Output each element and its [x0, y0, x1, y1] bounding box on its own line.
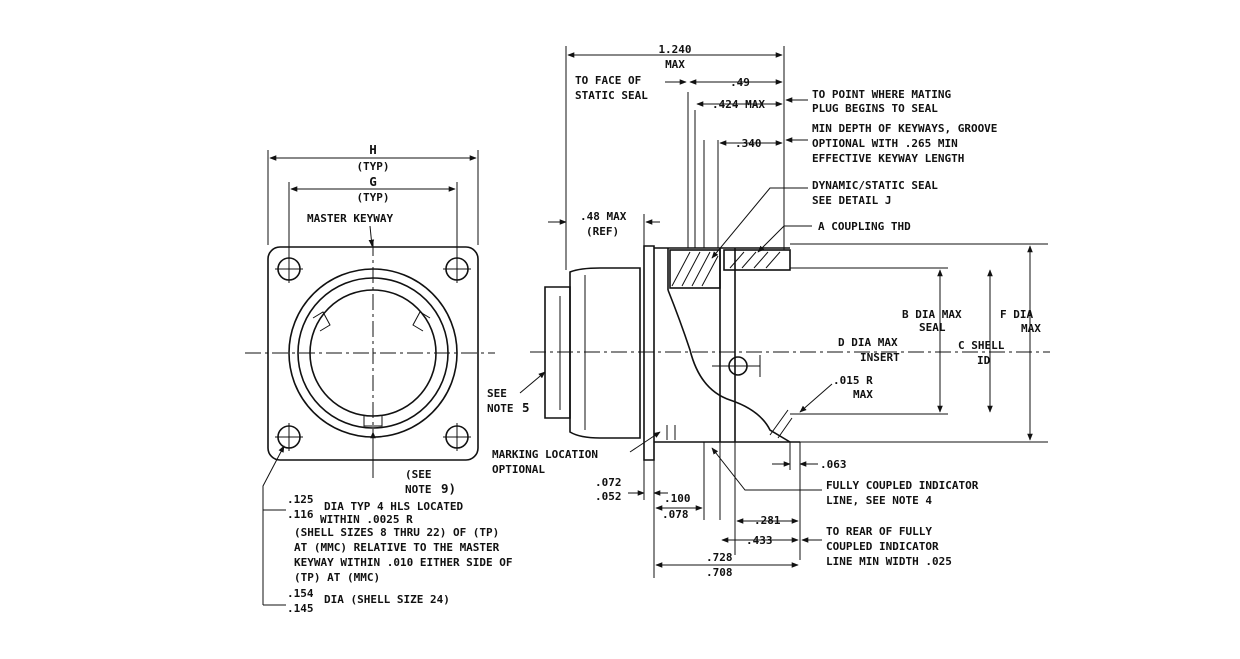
dim-340: .340 [735, 137, 762, 150]
c-line1: C SHELL [958, 339, 1005, 352]
marking-line2: OPTIONAL [492, 463, 545, 476]
mating-line2: PLUG BEGINS TO SEAL [812, 102, 938, 115]
hole24-note: DIA (SHELL SIZE 24) [324, 593, 450, 606]
hole-note-line3: (SHELL SIZES 8 THRU 22) OF (TP) [294, 526, 499, 539]
keyway-bottom [363, 416, 383, 427]
face-seal-line2: STATIC SEAL [575, 89, 648, 102]
seal-section [669, 249, 721, 289]
b-line2: SEAL [919, 321, 946, 334]
r-line1: .015 R [833, 374, 873, 387]
b-line1: B DIA MAX [902, 308, 962, 321]
h-typ: (TYP) [356, 160, 389, 173]
r-line2: MAX [853, 388, 873, 401]
hole-note-line1: DIA TYP 4 HLS LOCATED [324, 500, 463, 513]
hole-tol-bot: .116 [287, 508, 314, 521]
keyway-line1: MIN DEPTH OF KEYWAYS, GROOVE [812, 122, 997, 135]
hole-note-line4: AT (MMC) RELATIVE TO THE MASTER [294, 541, 500, 554]
dim-078: .078 [662, 508, 689, 521]
g-label: G [369, 174, 377, 189]
overall-max: MAX [665, 58, 685, 71]
side-view: 1.240 MAX TO FACE OF STATIC SEAL .49 TO … [492, 43, 1050, 579]
dim-728: .728 [706, 551, 733, 564]
dim-281: .281 [754, 514, 781, 527]
rear-line1: TO REAR OF FULLY [826, 525, 932, 538]
c-line2: ID [977, 354, 991, 367]
rear-line3: LINE MIN WIDTH .025 [826, 555, 952, 568]
rear-line2: COUPLED INDICATOR [826, 540, 939, 553]
hole-note-line2: WITHIN .0025 R [320, 513, 413, 526]
dim-49: .49 [730, 76, 750, 89]
dim-052: .052 [595, 490, 622, 503]
mounting-holes [275, 255, 471, 451]
hole-note-line6: (TP) AT (MMC) [294, 571, 380, 584]
marking-line1: MARKING LOCATION [492, 448, 598, 461]
flange-plate [643, 245, 655, 461]
h-label: H [369, 142, 377, 157]
face-seal-line1: TO FACE OF [575, 74, 641, 87]
keyway-line3: EFFECTIVE KEYWAY LENGTH [812, 152, 964, 165]
dyn-seal-line2: SEE DETAIL J [812, 194, 891, 207]
hole-note-line5: KEYWAY WITHIN .010 EITHER SIDE OF [294, 556, 513, 569]
see-note9-line1: (SEE [405, 468, 432, 481]
dim-424: .424 MAX [712, 98, 765, 111]
keyway-right [412, 311, 431, 332]
coupling-thd: A COUPLING THD [818, 220, 911, 233]
d-line1: D DIA MAX [838, 336, 898, 349]
hole24-tol-top: .154 [287, 587, 314, 600]
front-view: H (TYP) G (TYP) MASTER KEYWAY SEE NOTE 5… [245, 142, 546, 615]
hole-tol-top: .125 [287, 493, 314, 506]
dim-433: .433 [746, 534, 773, 547]
g-typ: (TYP) [356, 191, 389, 204]
dyn-seal-line1: DYNAMIC/STATIC SEAL [812, 179, 938, 192]
dim-072: .072 [595, 476, 622, 489]
coupling-body [654, 247, 800, 443]
rear-shell [569, 267, 641, 439]
fci-line2: LINE, SEE NOTE 4 [826, 494, 932, 507]
dim-48: .48 MAX [580, 210, 627, 223]
dim-708: .708 [706, 566, 733, 579]
dim-100: .100 [664, 492, 691, 505]
dim-063: .063 [820, 458, 847, 471]
master-keyway-label: MASTER KEYWAY [307, 212, 393, 225]
f-line1: F DIA [1000, 308, 1033, 321]
d-line2: INSERT [860, 351, 900, 364]
overall-dim: 1.240 [658, 43, 691, 56]
f-line2: MAX [1021, 322, 1041, 335]
coupling-thread-section [723, 249, 791, 271]
keyway-line2: OPTIONAL WITH .265 MIN [812, 137, 958, 150]
mating-line1: TO POINT WHERE MATING [812, 88, 951, 101]
see-note9-num: 9) [441, 481, 456, 496]
keyway-left [312, 311, 331, 332]
see-note5-line1: SEE [487, 387, 507, 400]
see-note5-num: 5 [522, 400, 530, 415]
see-note9-line2: NOTE [405, 483, 432, 496]
hole24-tol-bot: .145 [287, 602, 314, 615]
see-note5-line2: NOTE [487, 402, 514, 415]
dim-48-ref: (REF) [586, 225, 619, 238]
fci-line1: FULLY COUPLED INDICATOR [826, 479, 979, 492]
